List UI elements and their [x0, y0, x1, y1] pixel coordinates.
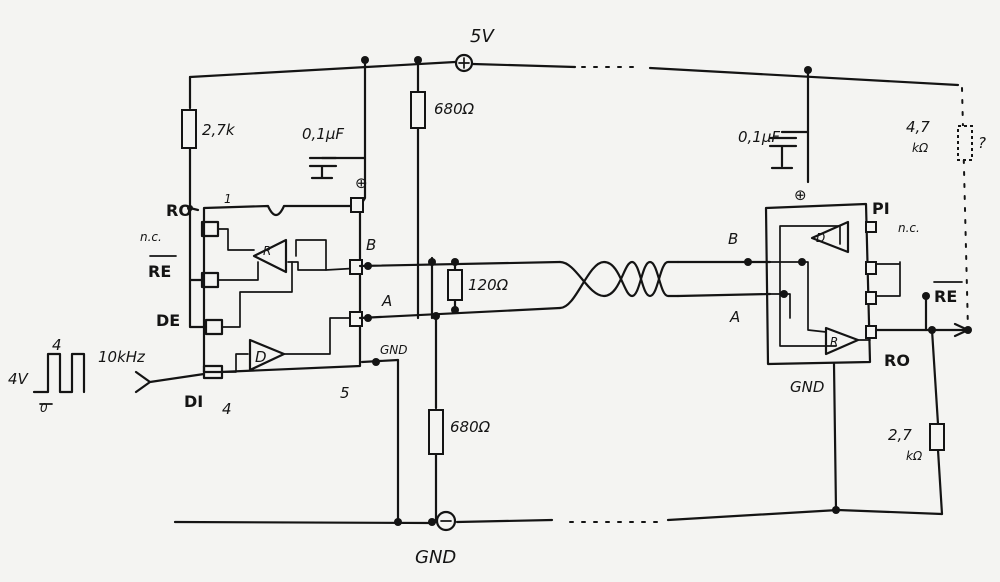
- right-optional-resistor: [957, 125, 973, 161]
- right-ro-label: RO: [884, 351, 910, 370]
- signal-frequency-label: 10kHz: [98, 348, 146, 366]
- supply-rail: [188, 60, 969, 331]
- right-pulldown-unit: kΩ: [906, 449, 923, 463]
- left-a-label: A: [381, 292, 392, 310]
- left-pin5-label: 5: [340, 384, 350, 402]
- right-re-label: RE: [934, 287, 957, 306]
- right-capacitor: [768, 136, 798, 170]
- left-pullup-resistor-value: 2,7k: [202, 121, 236, 139]
- right-capacitor-value: 0,1µF: [738, 128, 780, 146]
- signal-low-label: 0: [40, 401, 48, 415]
- right-optional-question: ?: [978, 134, 986, 152]
- left-capacitor: [308, 156, 338, 180]
- right-pulldown-resistor: [929, 423, 945, 451]
- left-re-label: RE: [148, 262, 171, 281]
- right-optional-value: 4,7: [906, 118, 930, 136]
- left-di-pin-number: 4: [222, 400, 232, 418]
- termination-resistor: [447, 269, 463, 301]
- left-cap-wire: [320, 58, 367, 160]
- plus-icon: [458, 57, 470, 69]
- left-ic-plus-pin: ⊕: [355, 174, 368, 192]
- right-nc-label: n.c.: [898, 221, 920, 235]
- ground-rail: [173, 508, 944, 525]
- top-bias-resistor-value: 680Ω: [434, 100, 475, 118]
- left-ro-label: RO: [166, 201, 192, 220]
- twisted-pair-cable: [558, 260, 772, 310]
- bus-line-a-left: [358, 306, 562, 320]
- left-gnd-label: GND: [380, 343, 408, 357]
- input-arrow-icon: [134, 370, 206, 394]
- left-ro-pin-number: 1: [224, 192, 232, 206]
- right-transceiver: [764, 202, 901, 366]
- left-transceiver: [200, 156, 367, 380]
- junction-dots: [187, 56, 972, 526]
- right-optional-unit: kΩ: [912, 141, 929, 155]
- bottom-bias-wire: [396, 316, 438, 524]
- right-gnd-wire: [832, 362, 838, 512]
- left-de-label: DE: [156, 311, 180, 330]
- bus-line-b-left: [358, 260, 562, 268]
- left-nc-label: n.c.: [140, 230, 162, 244]
- top-bias-resistor: [410, 91, 426, 129]
- left-capacitor-value: 0,1µF: [302, 125, 344, 143]
- right-ro-output-arrow-icon: [874, 322, 970, 338]
- bottom-bias-resistor-value: 680Ω: [450, 418, 491, 436]
- right-pi-label: PI: [872, 199, 890, 218]
- supply-voltage-label: 5V: [470, 26, 495, 47]
- square-wave-icon: [32, 352, 86, 405]
- left-driver-label: D: [255, 348, 267, 366]
- termination-resistor-value: 120Ω: [468, 276, 509, 294]
- bottom-bias-resistor: [428, 409, 444, 455]
- right-gnd-label: GND: [790, 378, 824, 396]
- left-di-label: DI: [184, 392, 203, 411]
- right-receiver-label: R: [830, 335, 838, 349]
- right-b-label: B: [728, 230, 738, 248]
- supply-terminal-icon: [454, 53, 474, 73]
- left-pullup-resistor: [181, 109, 197, 149]
- right-ic-plus-pin: ⊕: [794, 186, 807, 204]
- right-pulldown-value: 2,7: [888, 426, 912, 444]
- right-driver-label: D: [816, 231, 825, 245]
- left-receiver-label: R: [263, 244, 271, 258]
- left-gnd-wire: [360, 358, 400, 364]
- signal-amplitude-label: 4V: [8, 370, 30, 388]
- left-control-wire: [188, 206, 208, 329]
- ground-label: GND: [415, 547, 456, 568]
- left-b-label: B: [366, 236, 376, 254]
- right-a-label: A: [729, 308, 740, 326]
- right-ro-pulldown-wire: [924, 294, 944, 516]
- signal-high-label: 4: [52, 336, 62, 354]
